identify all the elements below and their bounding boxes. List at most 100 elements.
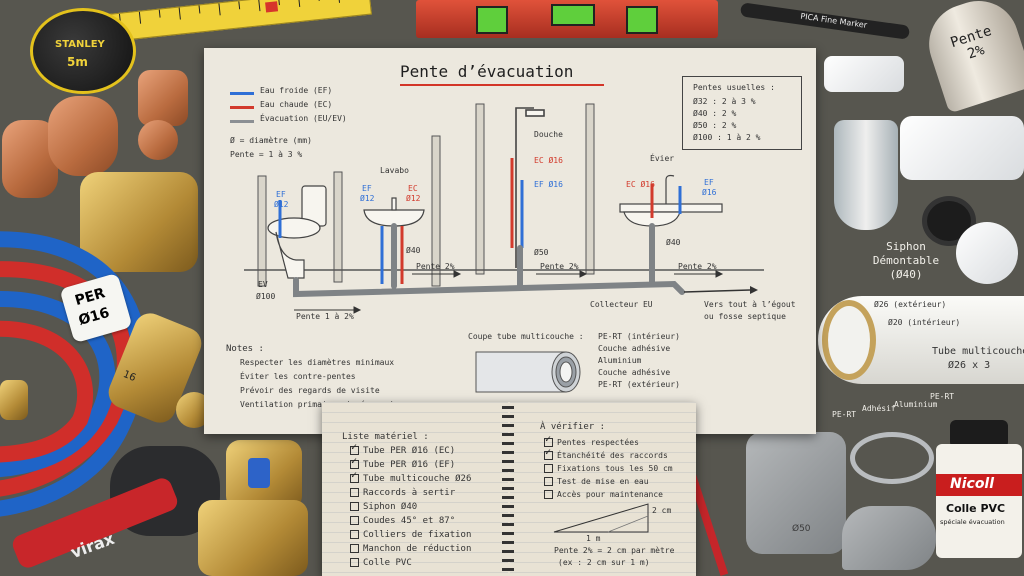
- evi-ef-label: EF: [704, 178, 714, 187]
- fixture-evier: Évier: [650, 154, 675, 163]
- check-4-label: Accès pour maintenance: [557, 490, 663, 499]
- dou-ef-label: EF Ø16: [534, 180, 563, 189]
- material-0: Tube PER Ø16 (EC): [350, 442, 455, 456]
- evi-ec-label: EC Ø16: [626, 180, 655, 189]
- material-8-checkbox[interactable]: [350, 558, 359, 567]
- material-3-checkbox[interactable]: [350, 488, 359, 497]
- tee-fitting-bottom: [198, 500, 308, 576]
- note-3: Ventilation primaire si nécessaire: [240, 400, 404, 409]
- material-7-checkbox[interactable]: [350, 544, 359, 553]
- multi-layer-2: Aluminium: [894, 400, 938, 409]
- sewer-label-2: ou fosse septique: [704, 312, 786, 321]
- material-0-checkbox[interactable]: [350, 442, 359, 455]
- ev-label: EV: [258, 280, 268, 289]
- siphon-cup: [834, 120, 898, 230]
- pvc-y-fitting: Ø50: [746, 432, 846, 554]
- check-1-checkbox[interactable]: [544, 447, 553, 460]
- check-4-checkbox[interactable]: [544, 490, 553, 499]
- y-fitting-label: Ø50: [792, 524, 811, 534]
- check-2: Fixations tous les 50 cm: [544, 464, 673, 473]
- wc-ef-label: EF: [276, 190, 286, 199]
- tape-size: 5m: [67, 55, 88, 69]
- ev-dia: Ø100: [256, 292, 276, 301]
- level-vial-3: [626, 6, 658, 34]
- material-1: Tube PER Ø16 (EF): [350, 456, 456, 470]
- glue-line-1: Colle PVC: [946, 502, 1006, 515]
- tape-brand: STANLEY: [55, 39, 105, 50]
- marker-pen: PICA Fine Marker: [739, 2, 911, 40]
- material-1-label: Tube PER Ø16 (EF): [363, 460, 456, 470]
- slope-triangle-shape: [553, 503, 649, 533]
- material-2: Tube multicouche Ø26: [350, 470, 472, 484]
- layer-1: Couche adhésive: [598, 344, 671, 353]
- multi-ext-label: Ø26 (extérieur): [874, 300, 947, 309]
- check-3-label: Test de mise en eau: [557, 477, 649, 486]
- crimping-tool: virax: [9, 446, 220, 576]
- material-4-checkbox[interactable]: [350, 502, 359, 511]
- wall-4: [475, 103, 485, 275]
- copper-coupling: [138, 70, 188, 126]
- note-1: Éviter les contre-pentes: [240, 372, 356, 381]
- lav-drain-label: Ø40: [406, 246, 421, 255]
- brass-tee: [80, 172, 198, 272]
- copper-elbow-2: [48, 96, 118, 176]
- slope-arrowhead-4: [715, 270, 724, 278]
- material-3-label: Raccords à sertir: [363, 488, 456, 498]
- check-1-label: Étanchéité des raccords: [557, 451, 668, 460]
- multi-layer-1: Adhésif: [862, 404, 896, 413]
- material-3: Raccords à sertir: [350, 488, 455, 498]
- siphon-caption-1: Siphon: [886, 240, 926, 253]
- material-6-checkbox[interactable]: [350, 530, 359, 539]
- legend-slope: Pente = 1 à 3 %: [230, 150, 303, 159]
- material-1-checkbox[interactable]: [350, 456, 359, 469]
- blue-ring: [248, 458, 270, 488]
- usual-slopes-title: Pentes usuelles :: [693, 83, 775, 92]
- check-2-checkbox[interactable]: [544, 464, 553, 473]
- lav-ef-dia: Ø12: [360, 194, 375, 203]
- dou-drain-label: Ø50: [534, 248, 549, 257]
- layer-0: PE-RT (intérieur): [598, 332, 680, 341]
- wall-3: [431, 135, 441, 287]
- materials-list: Tube PER Ø16 (EC) Tube PER Ø16 (EF) Tube…: [350, 442, 500, 574]
- pipe-clamp: [850, 432, 934, 484]
- main-sheet: Pente d’évacuation Eau froide (EF) Eau c…: [204, 48, 816, 434]
- legend: Eau froide (EF) Eau chaude (EC) Évacuati…: [230, 86, 380, 166]
- wall-2: [333, 171, 343, 283]
- sewer-arrow: [683, 289, 751, 293]
- check-0-checkbox[interactable]: [544, 434, 553, 447]
- multi-title-2: Ø26 x 3: [948, 360, 991, 371]
- slope-formula: Pente 2% = 2 cm par mètre: [554, 546, 675, 555]
- douche-drawing: [515, 107, 545, 268]
- check-3: Test de mise en eau: [544, 477, 649, 486]
- section-title: Coupe tube multicouche :: [468, 332, 584, 341]
- material-4: Siphon Ø40: [350, 502, 417, 512]
- tape-blade: [88, 0, 372, 44]
- material-5-checkbox[interactable]: [350, 516, 359, 525]
- material-7-label: Manchon de réduction: [363, 544, 472, 554]
- notes-title: Notes :: [226, 344, 264, 354]
- evi-drain-label: Ø40: [666, 238, 681, 247]
- level-vial-2: [551, 4, 595, 26]
- level-vial-1: [476, 6, 508, 34]
- lav-ec-dia: Ø12: [406, 194, 421, 203]
- material-2-checkbox[interactable]: [350, 470, 359, 483]
- material-7: Manchon de réduction: [350, 544, 471, 554]
- wc-ef-dia: Ø12: [274, 200, 289, 209]
- materials-title: Liste matériel :: [342, 432, 429, 442]
- usual-slope-1: Ø40 : 2 %: [693, 109, 737, 118]
- check-0-label: Pentes respectées: [557, 438, 639, 447]
- notebook-spiral: [502, 406, 514, 572]
- wall-1: [257, 175, 267, 287]
- multilayer-tube: [818, 296, 1024, 384]
- slope-label-1: Pente 1 à 2%: [296, 312, 354, 321]
- material-2-label: Tube multicouche Ø26: [363, 474, 472, 484]
- can-label: Pente 2%: [948, 22, 994, 63]
- multi-title-1: Tube multicouche: [932, 346, 1024, 357]
- slope-triangle-hatch: [607, 515, 649, 533]
- section-inner-ring: [559, 361, 573, 383]
- glue-line-2: spéciale évacuation: [940, 518, 1005, 526]
- notebook-right-page: [510, 402, 696, 576]
- slope-arrowhead-3: [579, 270, 588, 278]
- check-3-checkbox[interactable]: [544, 477, 553, 486]
- legend-swatch-ef: [230, 92, 254, 95]
